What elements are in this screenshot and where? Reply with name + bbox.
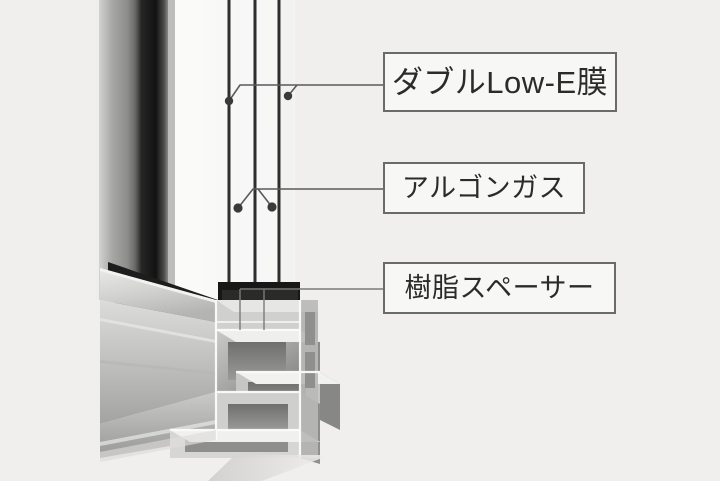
glass-pane-outer [227,0,231,330]
leader-double-low-e-film [224,84,383,106]
leader-argon-gas [233,188,383,213]
callout-label-text: アルゴンガス [401,172,567,203]
leader-resin-spacer [239,288,383,330]
leader-marker-dot [267,202,277,212]
glass-pane-middle [253,0,257,330]
window-jamb [95,0,175,300]
leader-marker-dot [233,203,243,213]
callout-resin-spacer[interactable]: 樹脂スペーサー [383,262,616,314]
callout-argon-gas[interactable]: アルゴンガス [383,162,585,214]
glass-pane-inner [277,0,281,330]
leader-marker-dot [283,91,293,101]
callout-label-text: ダブルLow-E膜 [391,64,609,100]
profile-edges [170,300,320,458]
callout-double-low-e-film[interactable]: ダブルLow-E膜 [383,52,617,112]
frame-profile-section [170,300,340,464]
callout-leader-lines [224,84,383,330]
callout-label-text: 樹脂スペーサー [404,272,595,303]
glazing-area [175,0,295,330]
drop-shadow [100,430,330,481]
leader-marker-dot [224,96,234,106]
